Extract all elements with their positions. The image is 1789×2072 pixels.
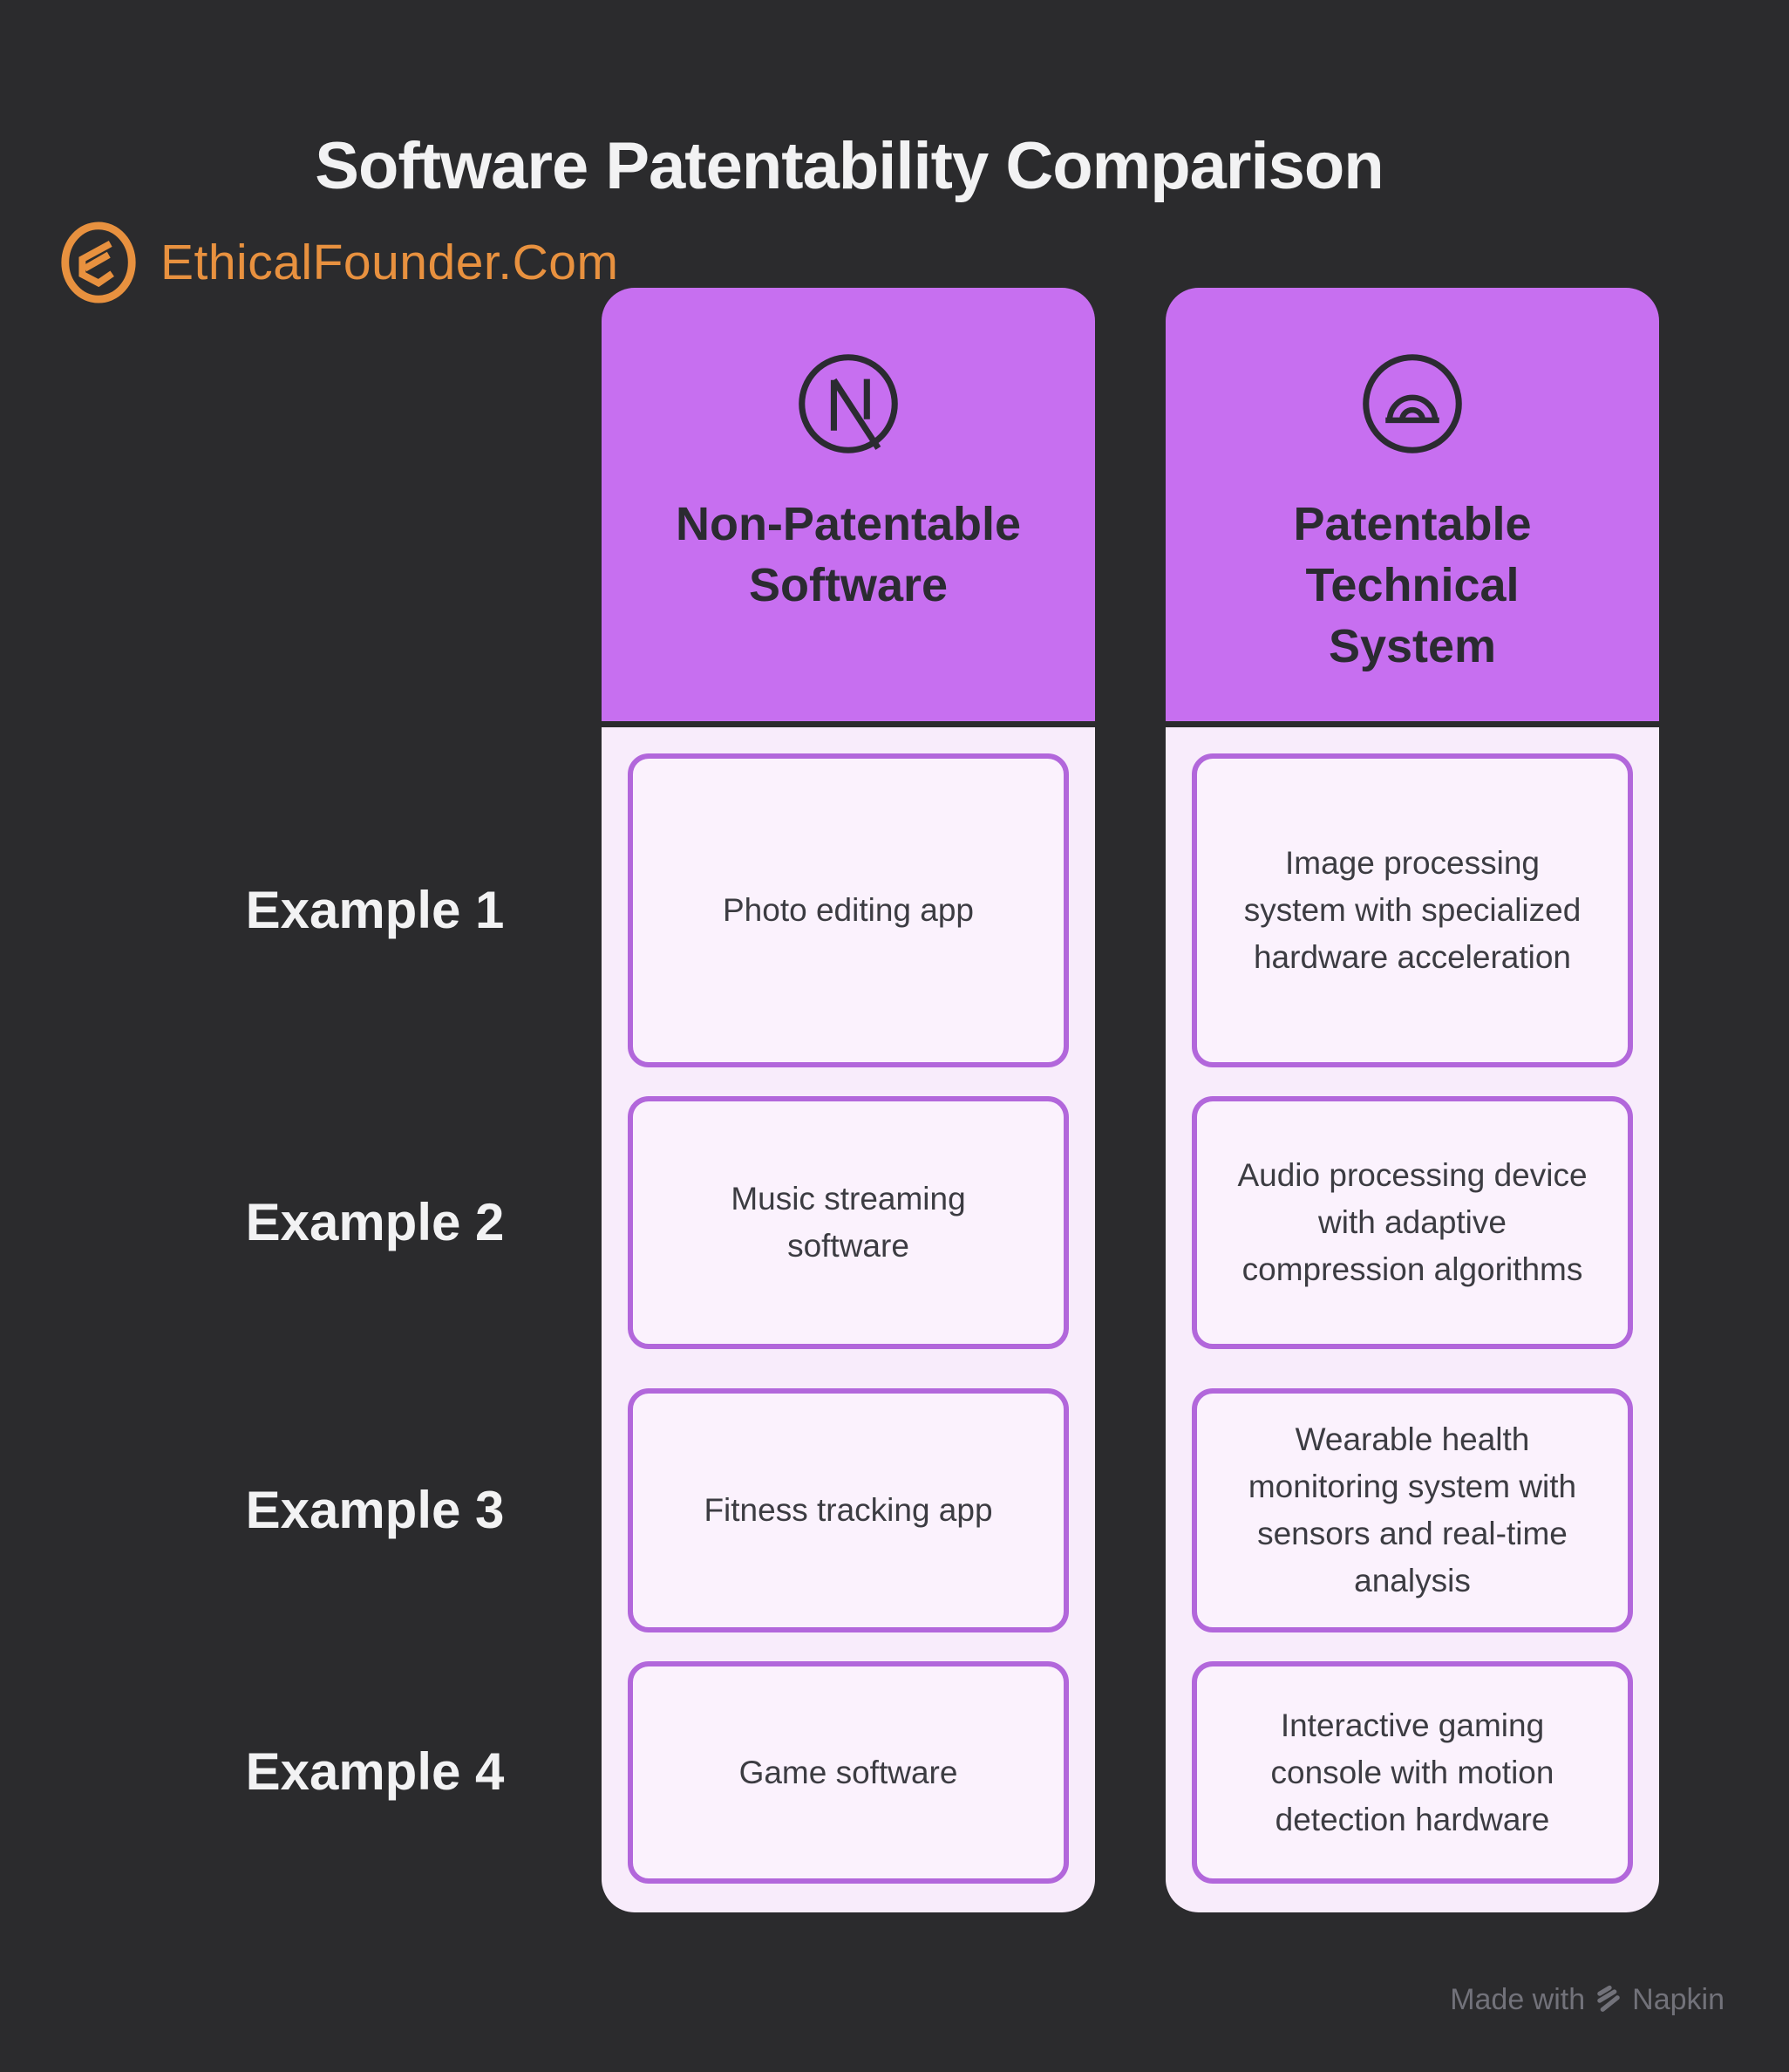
row-label-example-2: Example 2 — [245, 1193, 505, 1251]
cell-text: Game software — [738, 1754, 958, 1790]
made-with-napkin-attribution: Made with Napkin — [1450, 1980, 1724, 2019]
cell-example4-patentable: Interactive gaming console with motion d… — [1192, 1661, 1633, 1884]
page-title: Software Patentability Comparison — [315, 129, 1384, 203]
column-header-label: Patentable Technical System — [1293, 498, 1532, 672]
column-header-non-patentable: Non-Patentable Software — [602, 288, 1095, 721]
cell-text: Wearable health monitoring system with s… — [1248, 1421, 1577, 1598]
cell-text: Interactive gaming console with motion d… — [1270, 1707, 1554, 1837]
napkin-logo-icon — [1597, 1985, 1620, 2012]
row-label-example-1: Example 1 — [245, 881, 505, 939]
ethicalfounder-logo-icon — [61, 222, 136, 303]
brand: EthicalFounder.Com — [56, 220, 618, 305]
column-body-patentable: Image processing system with specialized… — [1166, 727, 1659, 1912]
row-label-example-3: Example 3 — [245, 1481, 505, 1539]
column-body-non-patentable: Photo editing app Music streaming softwa… — [602, 727, 1095, 1912]
column-header-label: Non-Patentable Software — [675, 498, 1022, 611]
cell-example2-patentable: Audio processing device with adaptive co… — [1192, 1096, 1633, 1349]
cell-example3-patentable: Wearable health monitoring system with s… — [1192, 1388, 1633, 1632]
protractor-icon — [1363, 354, 1462, 453]
cell-text: Fitness tracking app — [704, 1492, 993, 1528]
cell-example4-non-patentable: Game software — [628, 1661, 1069, 1884]
cell-example2-non-patentable: Music streaming software — [628, 1096, 1069, 1349]
brand-label: EthicalFounder.Com — [160, 235, 619, 290]
cell-example1-patentable: Image processing system with specialized… — [1192, 753, 1633, 1067]
napkin-label: Napkin — [1632, 1982, 1724, 2016]
cell-example1-non-patentable: Photo editing app — [628, 753, 1069, 1067]
made-with-label: Made with — [1450, 1982, 1586, 2016]
column-header-patentable: Patentable Technical System — [1166, 288, 1659, 721]
cell-text: Photo editing app — [722, 892, 974, 928]
cell-example3-non-patentable: Fitness tracking app — [628, 1388, 1069, 1632]
cell-text: Image processing system with specialized… — [1243, 845, 1582, 975]
cell-text: Audio processing device with adaptive co… — [1237, 1157, 1588, 1287]
cell-text: Music streaming software — [731, 1181, 966, 1264]
row-label-example-4: Example 4 — [245, 1742, 505, 1801]
no-symbol-icon — [799, 354, 898, 453]
